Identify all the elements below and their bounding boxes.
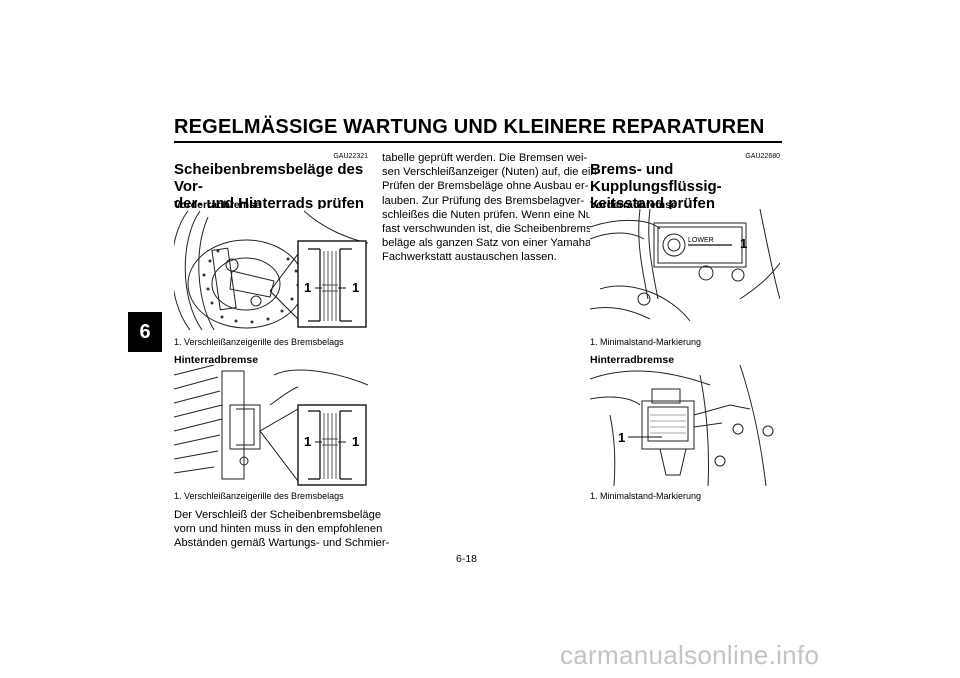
text-line: fast verschwunden ist, die Scheibenbrems… <box>382 223 596 236</box>
callout-number: 1 <box>618 430 626 445</box>
section-title: Scheibenbremsbeläge des Vor- der- und Hi… <box>174 161 374 212</box>
text-line: beläge als ganzen Satz von einer Yamaha- <box>382 237 595 250</box>
callout-number: 1 <box>352 434 360 449</box>
page-header-title: REGELMÄSSIGE WARTUNG UND KLEINERE REPARA… <box>174 116 765 138</box>
section-title-line: Brems- und Kupplungsflüssig- <box>590 161 722 195</box>
figure-caption: 1. Verschleißanzeigerille des Bremsbelag… <box>174 337 344 347</box>
text-line: tabelle geprüft werden. Die Bremsen wei- <box>382 152 588 164</box>
front-reservoir-figure: LOWER 1 <box>590 209 780 330</box>
section-title: Brems- und Kupplungsflüssig- keitsstand … <box>590 161 790 212</box>
rear-brake-pad-figure: 1 1 <box>174 365 368 486</box>
lower-mark-label: LOWER <box>688 237 714 244</box>
header-rule <box>174 141 782 143</box>
text-line: sen Verschleißanzeiger (Nuten) auf, die … <box>382 166 597 179</box>
section-code: GAU22680 <box>745 153 780 160</box>
front-brake-pad-figure: 1 1 <box>174 209 368 330</box>
chapter-tab: 6 <box>128 312 162 352</box>
text-line: vorn und hinten muss in den empfohlenen <box>174 523 383 536</box>
section-title-line: keitsstand prüfen <box>590 195 716 212</box>
text-line: Der Verschleiß der Scheibenbremsbeläge <box>174 509 382 521</box>
subheading-rear-brake: Hinterradbremse <box>590 354 675 366</box>
text-line: Fachwerkstatt austauschen lassen. <box>382 251 557 264</box>
text-line: Abständen gemäß Wartungs- und Schmier- <box>174 537 390 550</box>
text-line: Prüfen der Bremsbeläge ohne Ausbau er- <box>382 180 589 193</box>
body-paragraph-left: Der Verschleiß der Scheibenbremsbeläge v… <box>174 508 389 551</box>
figure-caption: 1. Minimalstand-Markierung <box>590 491 702 501</box>
callout-number: 1 <box>352 280 360 295</box>
figure-caption: 1. Verschleißanzeigerille des Bremsbelag… <box>174 491 344 501</box>
page-number: 6-18 <box>456 553 478 565</box>
callout-number: 1 <box>304 280 312 295</box>
text-line: lauben. Zur Prüfung des Bremsbelagver- <box>382 194 585 207</box>
section-code: GAU22321 <box>333 153 368 160</box>
section-title-line: Scheibenbremsbeläge des Vor- <box>174 161 364 195</box>
body-paragraph-middle: tabelle geprüft werden. Die Bremsen wei-… <box>382 151 597 265</box>
text-line: schleißes die Nuten prüfen. Wenn eine Nu… <box>382 208 596 221</box>
section-title-line: der- und Hinterrads prüfen <box>174 195 365 212</box>
callout-number: 1 <box>304 434 312 449</box>
rear-reservoir-figure: 1 <box>590 365 780 486</box>
subheading-front-brake: Vorderradbremse <box>590 199 677 211</box>
subheading-front-brake: Vorderradbremse <box>174 199 261 211</box>
callout-number: 1 <box>740 236 748 251</box>
subheading-rear-brake: Hinterradbremse <box>174 354 259 366</box>
watermark-text: carmanualsonline.info <box>560 640 820 670</box>
figure-caption: 1. Minimalstand-Markierung <box>590 337 702 347</box>
